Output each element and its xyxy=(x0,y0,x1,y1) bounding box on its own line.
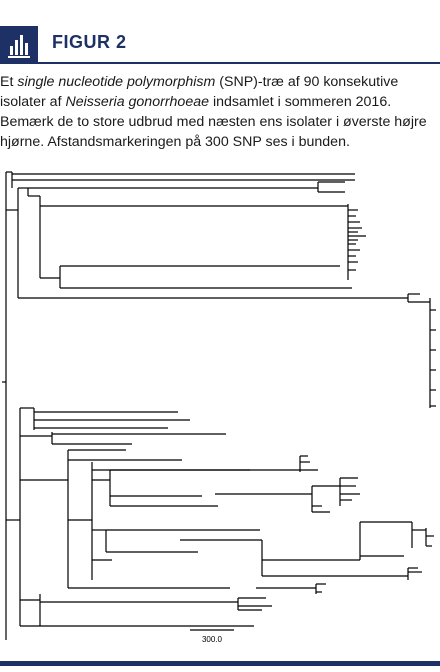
figure-title: FIGUR 2 xyxy=(52,32,127,52)
bar-chart-icon xyxy=(0,26,38,64)
footer-rule xyxy=(0,661,440,666)
figure-header: FIGUR 2 xyxy=(0,12,440,64)
caption-italic-term: single nucleotide polymorphism xyxy=(17,74,216,90)
scale-bar-label: 300.0 xyxy=(202,635,223,644)
phylogenetic-tree: 300.0 xyxy=(2,171,436,644)
caption-italic-species: Neisseria gonorrhoeae xyxy=(65,94,209,110)
figure-caption: Et single nucleotide polymorphism (SNP)-… xyxy=(0,74,427,150)
